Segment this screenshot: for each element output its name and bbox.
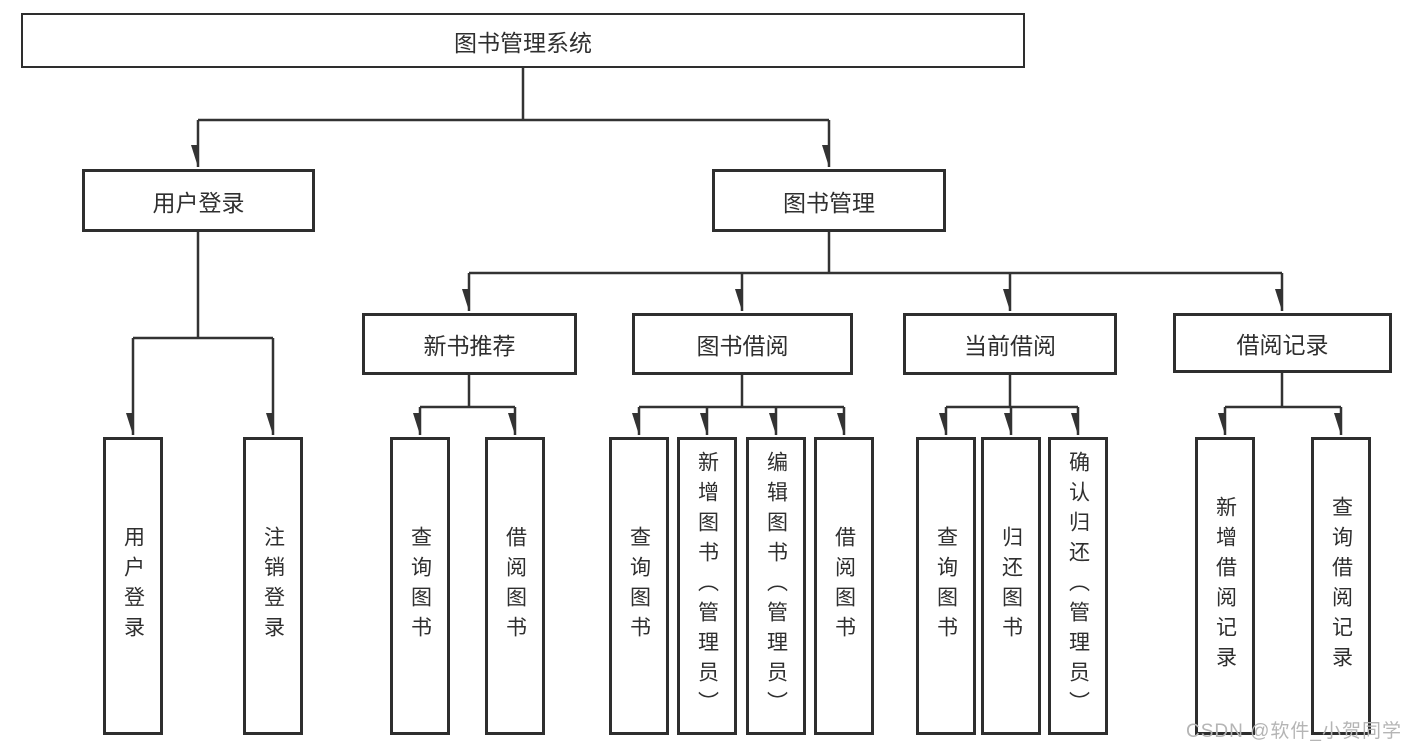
- leaf-return-book-label: 归还图书: [999, 526, 1023, 646]
- edges-borrow-records: [1225, 373, 1343, 435]
- node-user-login: 用户登录: [82, 169, 315, 232]
- edges-book-management: [469, 232, 1284, 311]
- leaf-edit-book-admin: 编辑图书（管理员）: [746, 437, 806, 735]
- leaf-user-login-label: 用户登录: [121, 526, 145, 646]
- edges-root: [198, 68, 831, 167]
- leaf-query-books-3-label: 查询图书: [934, 526, 958, 646]
- leaf-edit-book-admin-label: 编辑图书（管理员）: [764, 451, 788, 721]
- leaf-return-book: 归还图书: [981, 437, 1041, 735]
- leaf-user-login: 用户登录: [103, 437, 163, 735]
- leaf-query-books-1: 查询图书: [390, 437, 450, 735]
- leaf-borrow-books-2: 借阅图书: [814, 437, 874, 735]
- leaf-query-books-3: 查询图书: [916, 437, 976, 735]
- leaf-confirm-return-admin-label: 确认归还（管理员）: [1066, 451, 1090, 721]
- node-borrow-records: 借阅记录: [1173, 313, 1392, 373]
- leaf-logout-login: 注销登录: [243, 437, 303, 735]
- leaf-query-books-2-label: 查询图书: [627, 526, 651, 646]
- leaf-borrow-books-1-label: 借阅图书: [503, 526, 527, 646]
- edges-user-login: [133, 232, 275, 435]
- leaf-confirm-return-admin: 确认归还（管理员）: [1048, 437, 1108, 735]
- node-current-borrow: 当前借阅: [903, 313, 1117, 375]
- edges-current-borrow: [946, 375, 1080, 435]
- node-book-borrow: 图书借阅: [632, 313, 853, 375]
- node-library-system: 图书管理系统: [21, 13, 1025, 68]
- edges-new-book-recommend: [420, 375, 517, 435]
- edges-book-borrow: [639, 375, 846, 435]
- leaf-query-books-1-label: 查询图书: [408, 526, 432, 646]
- leaf-add-book-admin: 新增图书（管理员）: [677, 437, 737, 735]
- leaf-borrow-books-2-label: 借阅图书: [832, 526, 856, 646]
- watermark: CSDN @软件_小贺同学: [1186, 721, 1402, 742]
- leaf-query-borrow-record: 查询借阅记录: [1311, 437, 1371, 735]
- leaf-add-borrow-record-label: 新增借阅记录: [1213, 496, 1237, 676]
- node-new-book-recommend: 新书推荐: [362, 313, 577, 375]
- leaf-logout-login-label: 注销登录: [261, 526, 285, 646]
- node-book-management: 图书管理: [712, 169, 946, 232]
- leaf-borrow-books-1: 借阅图书: [485, 437, 545, 735]
- leaf-add-borrow-record: 新增借阅记录: [1195, 437, 1255, 735]
- leaf-add-book-admin-label: 新增图书（管理员）: [695, 451, 719, 721]
- leaf-query-books-2: 查询图书: [609, 437, 669, 735]
- leaf-query-borrow-record-label: 查询借阅记录: [1329, 496, 1353, 676]
